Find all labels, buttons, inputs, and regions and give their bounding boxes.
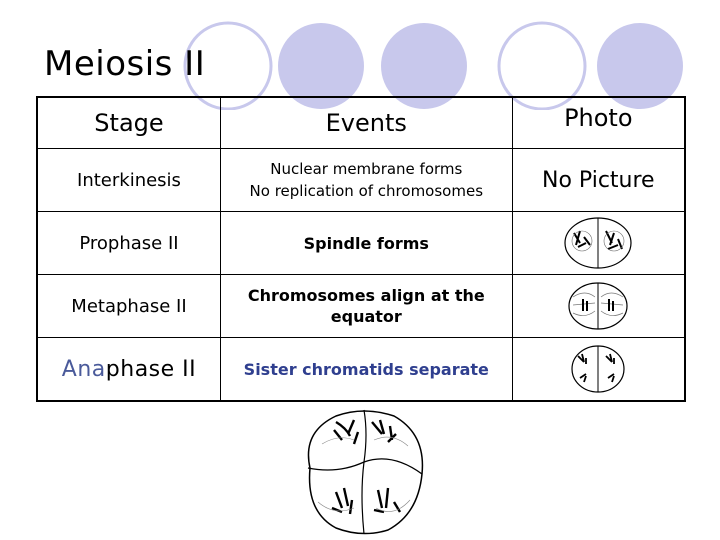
stage-suffix: phase II — [105, 356, 197, 382]
table-header-row: Stage Events Photo — [36, 96, 686, 149]
events-line: Nuclear membrane forms — [270, 160, 463, 178]
table-row: Anaphase II Sister chromatids separate — [36, 337, 686, 402]
slide-title: Meiosis II — [44, 44, 206, 84]
deco-circle — [381, 23, 467, 109]
metaphase-cell-icon — [568, 282, 628, 330]
header-photo: Photo — [511, 96, 686, 149]
photo-cell: No Picture — [511, 148, 686, 212]
events-line: No replication of chromosomes — [249, 182, 484, 200]
prophase-cell-icon — [564, 217, 632, 269]
events-cell: Sister chromatids separate — [219, 337, 513, 402]
photo-cell — [511, 337, 686, 402]
events-line: equator — [330, 307, 402, 326]
deco-circle — [597, 23, 683, 109]
table-row: Interkinesis Nuclear membrane forms No r… — [36, 148, 686, 212]
dividing-cells-icon — [307, 409, 424, 535]
stage-cell: Anaphase II — [36, 337, 221, 402]
anaphase-cell-icon — [571, 345, 625, 393]
photo-cell — [511, 211, 686, 275]
events-cell: Chromosomes align at the equator — [219, 274, 513, 338]
events-cell: Spindle forms — [219, 211, 513, 275]
stage-prefix: Ana — [61, 356, 106, 382]
stage-cell: Interkinesis — [36, 148, 221, 212]
table-row: Metaphase II Chromosomes align at the eq… — [36, 274, 686, 338]
meiosis-table: Stage Events Photo Interkinesis Nuclear … — [36, 96, 686, 402]
stage-cell: Metaphase II — [36, 274, 221, 338]
header-stage: Stage — [36, 96, 221, 149]
events-cell: Nuclear membrane forms No replication of… — [219, 148, 513, 212]
header-events: Events — [219, 96, 513, 149]
deco-circle — [278, 23, 364, 109]
stage-cell: Prophase II — [36, 211, 221, 275]
decorative-circles — [183, 21, 683, 110]
photo-cell — [511, 274, 686, 338]
events-line: Chromosomes align at the — [247, 286, 485, 305]
table-row: Prophase II Spindle forms — [36, 211, 686, 275]
